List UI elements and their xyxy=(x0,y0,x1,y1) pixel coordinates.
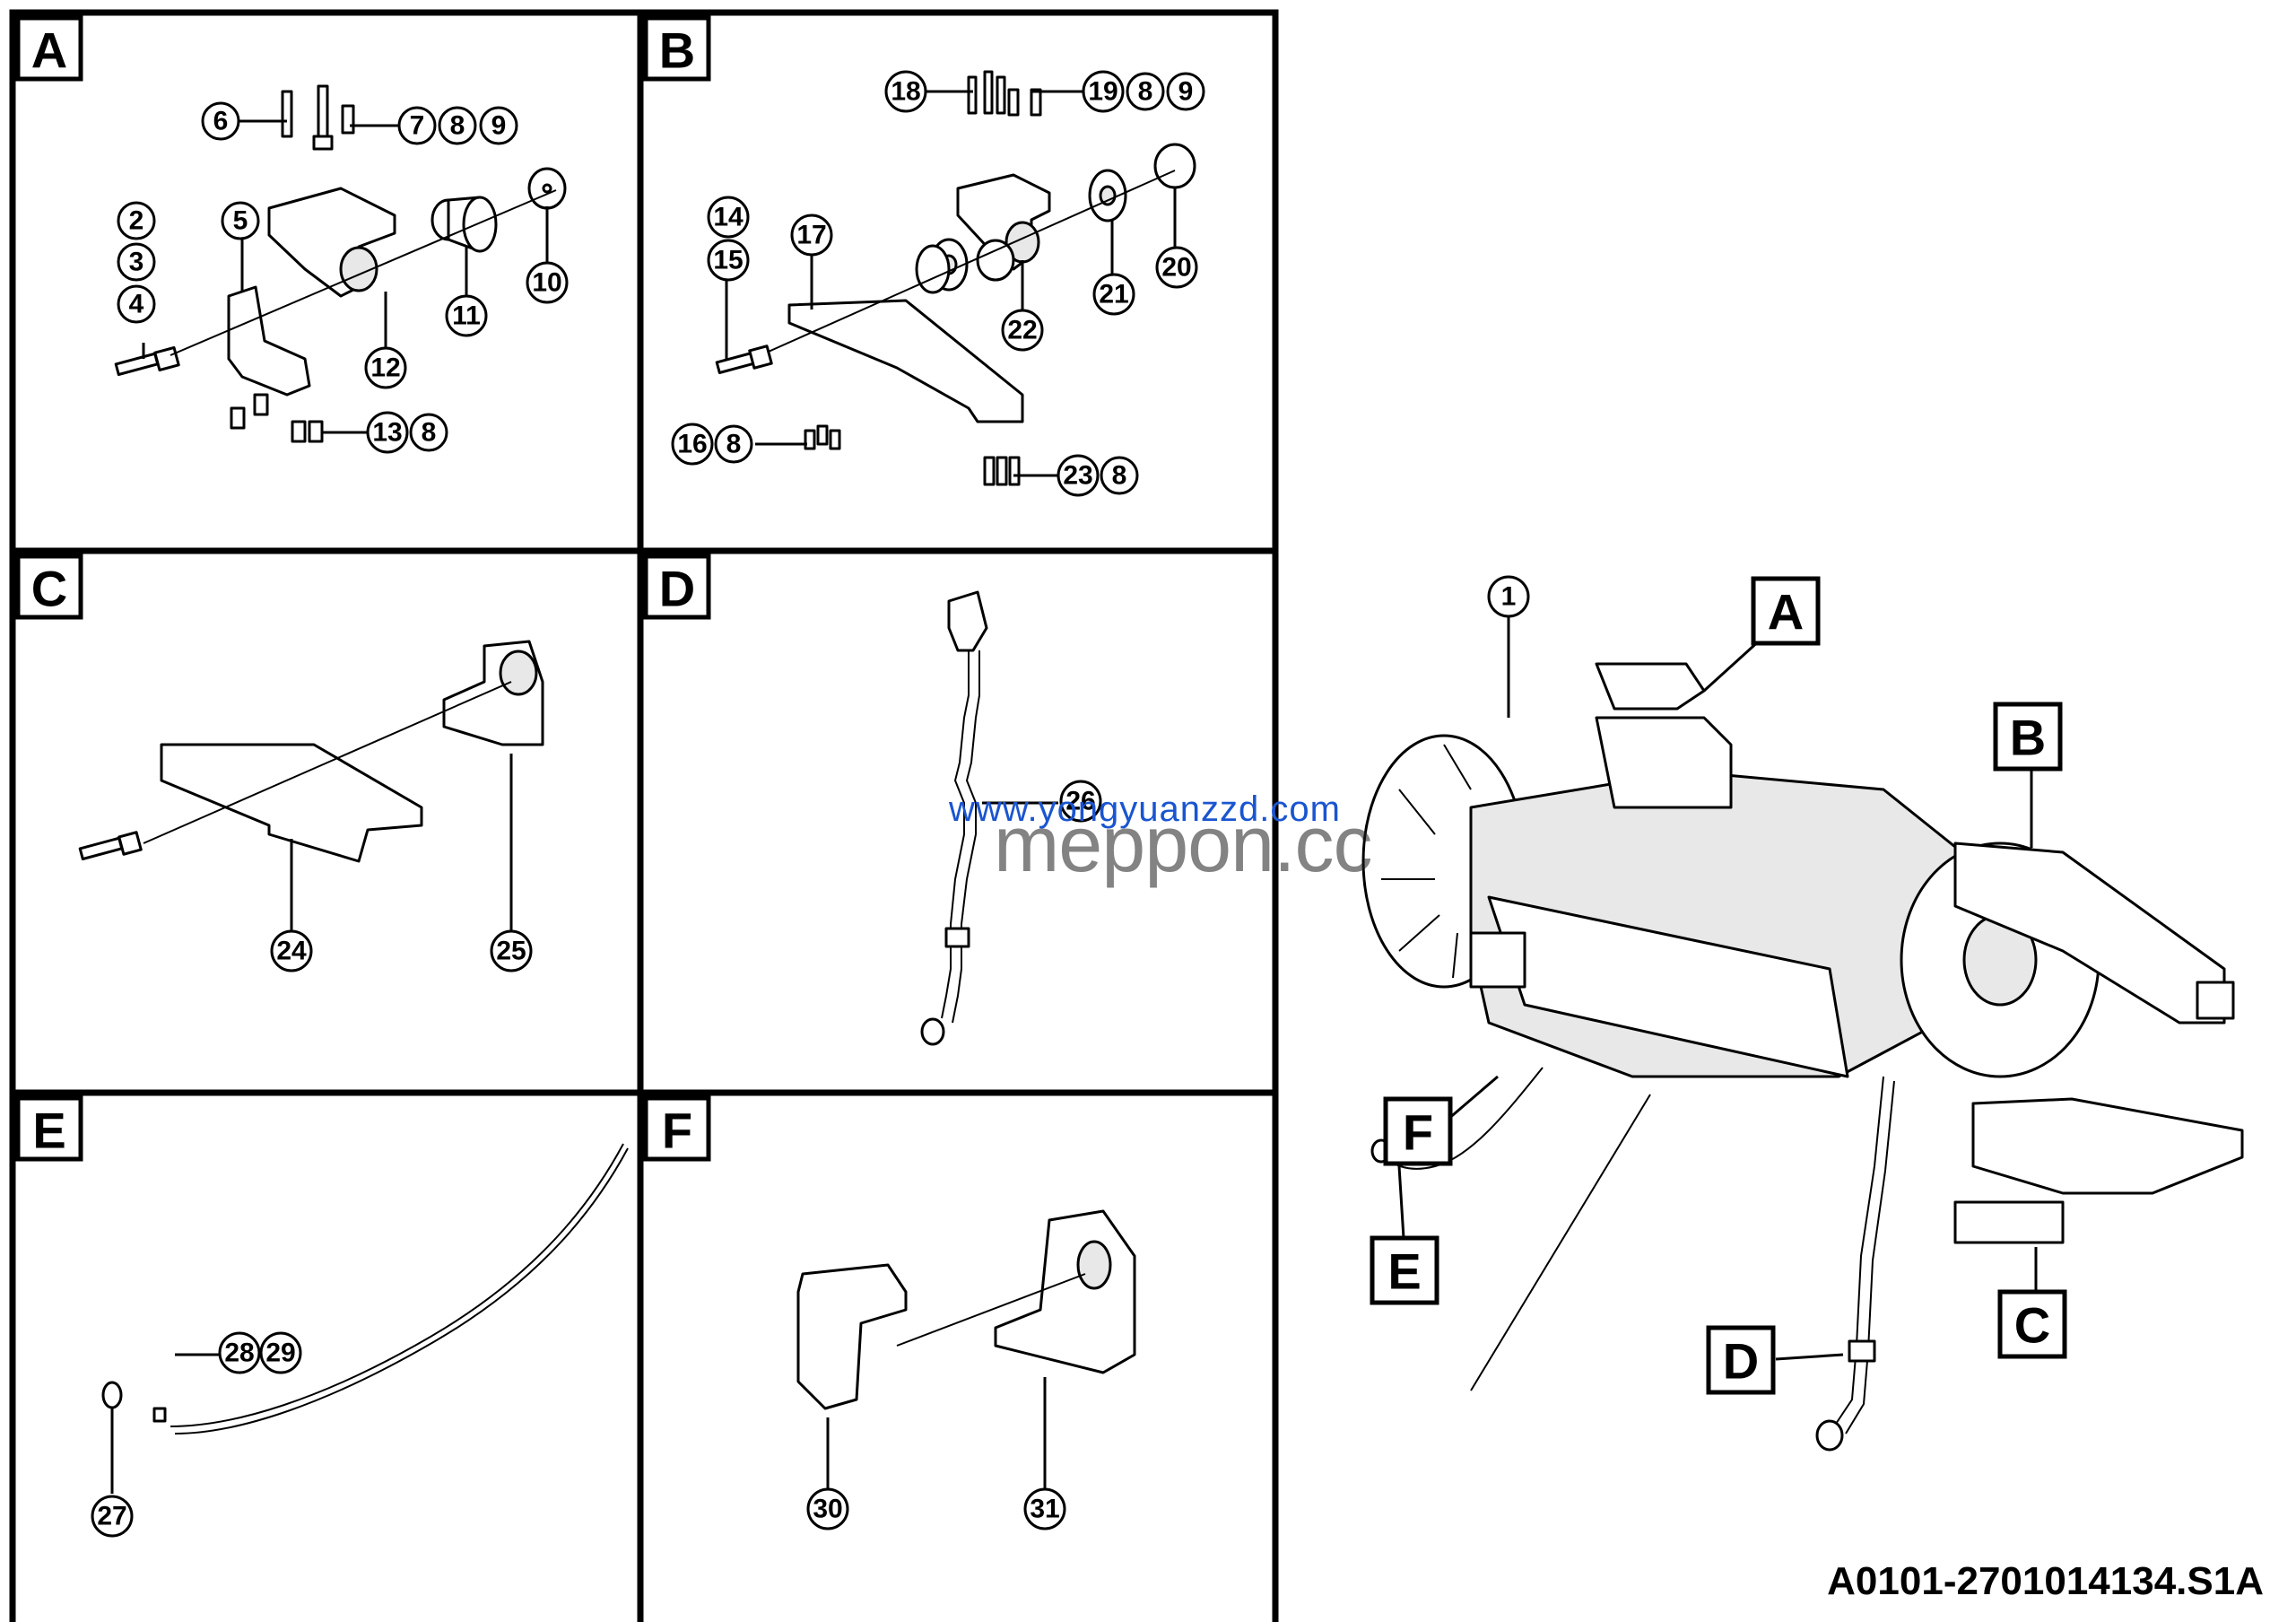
callout: 18 xyxy=(891,77,920,107)
callout: 4 xyxy=(129,290,144,319)
callout: 13 xyxy=(372,418,402,448)
panel-b-letter: B xyxy=(659,22,695,79)
callout: 2 xyxy=(129,206,144,236)
callout: 19 xyxy=(1088,77,1118,107)
panel-d-letter: D xyxy=(659,561,695,617)
overview-tag-c: C xyxy=(2014,1297,2050,1354)
callout: 8 xyxy=(1138,77,1153,107)
panel-frames xyxy=(9,9,1279,1622)
callout: 26 xyxy=(1065,787,1095,816)
watermark-url: www.yongyuanzzd.com xyxy=(949,789,1341,829)
callout: 15 xyxy=(713,246,743,275)
callout: 29 xyxy=(265,1339,295,1368)
callout: 8 xyxy=(422,418,437,448)
overview-tag-a: A xyxy=(1768,584,1804,641)
panel-e-drawing xyxy=(101,1143,629,1494)
callout: 3 xyxy=(129,248,144,277)
overview-tag-f: F xyxy=(1403,1104,1433,1161)
panel-a-letter: A xyxy=(31,22,67,79)
callout: 6 xyxy=(213,107,229,136)
callout: 1 xyxy=(1501,582,1517,612)
callout: 12 xyxy=(370,353,400,383)
callout: 7 xyxy=(410,111,425,141)
callout: 31 xyxy=(1030,1495,1059,1524)
callout: 25 xyxy=(496,937,526,966)
watermark-large: meppon.cc xyxy=(994,799,1372,888)
panel-d-drawing xyxy=(920,590,1058,1046)
callout: 30 xyxy=(813,1495,842,1524)
callout: 27 xyxy=(97,1502,126,1531)
callout: 8 xyxy=(726,430,742,459)
callout: 9 xyxy=(1178,77,1194,107)
callout: 9 xyxy=(491,111,507,141)
document-id: A0101-2701014134.S1A xyxy=(1827,1559,2264,1603)
callout: 17 xyxy=(796,221,826,250)
callout: 8 xyxy=(1112,461,1127,491)
overview-tag-b: B xyxy=(2010,710,2046,766)
callout: 16 xyxy=(677,430,707,459)
callout: 14 xyxy=(713,203,744,232)
callout: 23 xyxy=(1063,461,1092,491)
panel-c-drawing xyxy=(78,640,544,933)
panel-a-drawing xyxy=(114,84,567,443)
panel-c-letter: C xyxy=(31,561,67,617)
callout: 21 xyxy=(1099,280,1128,310)
panel-f-letter: F xyxy=(662,1103,692,1159)
panel-letter-tags: A B C D E F xyxy=(15,15,711,1162)
callout: 20 xyxy=(1161,253,1191,283)
overview-tag-d: D xyxy=(1723,1333,1759,1390)
callout: 22 xyxy=(1007,316,1037,345)
overview-tags: A B C D E F xyxy=(1370,576,2067,1395)
overview-tag-e: E xyxy=(1387,1243,1421,1300)
panel-b-drawing xyxy=(715,70,1196,486)
callout: 11 xyxy=(452,301,481,331)
callout: 8 xyxy=(450,111,465,141)
engine-overview xyxy=(1361,617,2244,1452)
callout: 5 xyxy=(233,206,248,236)
callout: 10 xyxy=(532,268,561,298)
callouts: 6 7 8 9 2 3 4 5 10 11 12 13 8 18 19 8 9 … xyxy=(91,70,1530,1538)
panel-f-drawing xyxy=(796,1209,1136,1489)
callout: 28 xyxy=(224,1339,254,1368)
callout: 24 xyxy=(276,937,307,966)
panel-e-letter: E xyxy=(32,1103,65,1159)
